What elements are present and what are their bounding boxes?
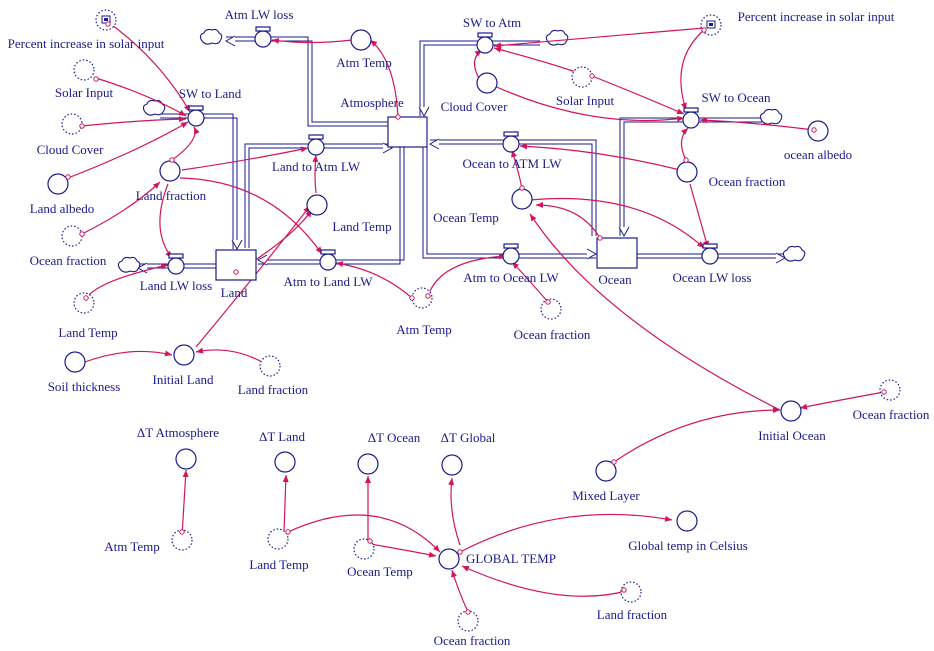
stock-label: Atmosphere	[340, 95, 404, 110]
variable-label: Land Temp	[58, 325, 117, 340]
variable-label: Cloud Cover	[441, 99, 508, 114]
variable-label: Mixed Layer	[572, 488, 640, 503]
valve-icon[interactable]	[307, 134, 325, 156]
variable-land-fraction-main[interactable]	[159, 160, 181, 182]
variable-label: ΔT Atmosphere	[137, 425, 219, 440]
connector-dots	[65, 21, 887, 615]
variable-percent-solar-left[interactable]	[95, 9, 117, 31]
variable-atm-temp-top[interactable]	[350, 29, 372, 51]
stock-label: Land	[221, 285, 248, 300]
clouds	[117, 28, 806, 273]
cloud-icon	[782, 245, 806, 262]
variable-global-temp[interactable]	[438, 548, 460, 570]
variable-label: ΔT Ocean	[368, 430, 421, 445]
variable-initial-ocean[interactable]	[780, 400, 802, 422]
variable-delta-atmosphere[interactable]	[175, 448, 197, 470]
flow-label: SW to Land	[179, 86, 242, 101]
variable-label: Solar Input	[55, 85, 114, 100]
variable-ocean-fraction-main[interactable]	[676, 161, 698, 183]
variable-label: Ocean fraction	[434, 633, 511, 648]
flow-label: Atm to Ocean LW	[463, 270, 559, 285]
variable-label: Global temp in Celsius	[628, 538, 748, 553]
variable-label: Atm Temp	[104, 539, 160, 554]
variable-global-temp-celsius[interactable]	[676, 510, 698, 532]
variable-label: ΔT Land	[259, 429, 306, 444]
variable-label: Solar Input	[556, 93, 615, 108]
variable-label: Land Temp	[249, 557, 308, 572]
variable-label: Ocean fraction	[30, 253, 107, 268]
stock-ocean[interactable]	[596, 237, 638, 269]
cloud-icon	[759, 108, 783, 125]
variable-land-temp-main[interactable]	[306, 194, 328, 216]
variable-land-albedo[interactable]	[47, 173, 69, 195]
stock-label: Ocean	[598, 272, 632, 287]
stock-atmosphere[interactable]	[387, 116, 428, 148]
variable-ocean-temp-main[interactable]	[511, 188, 533, 210]
variable-label: GLOBAL TEMP	[466, 551, 556, 566]
variable-label: Land Temp	[332, 219, 391, 234]
variable-label: Atm Temp	[336, 55, 392, 70]
variable-soil-thickness[interactable]	[64, 351, 86, 373]
variable-delta-land[interactable]	[274, 451, 296, 473]
variable-label: Initial Ocean	[758, 428, 826, 443]
valves	[167, 26, 719, 275]
cloud-icon	[199, 28, 223, 45]
variable-label: Ocean fraction	[853, 407, 930, 422]
flow-label: Atm LW loss	[225, 7, 294, 22]
variable-label: Ocean fraction	[709, 174, 786, 189]
valve-icon[interactable]	[682, 107, 700, 129]
variable-label: Ocean fraction	[514, 327, 591, 342]
variable-label: Ocean Temp	[433, 210, 499, 225]
ghost-variables	[61, 59, 901, 632]
flow-label: SW to Ocean	[701, 90, 771, 105]
variable-label: Land fraction	[597, 607, 668, 622]
flow-label: Ocean to ATM LW	[462, 156, 562, 171]
flow-pipes	[136, 35, 787, 274]
flow-label: Land LW loss	[140, 278, 212, 293]
valve-icon[interactable]	[701, 243, 719, 265]
variable-label: Soil thickness	[48, 379, 121, 394]
variable-delta-global[interactable]	[441, 454, 463, 476]
valve-icon[interactable]	[167, 253, 185, 275]
variable-mixed-layer[interactable]	[595, 460, 617, 482]
variable-label: Initial Land	[152, 372, 214, 387]
variable-label: Percent increase in solar input	[8, 36, 165, 51]
stock-land[interactable]	[215, 249, 257, 281]
valve-icon[interactable]	[502, 243, 520, 265]
variable-label: Land fraction	[136, 188, 207, 203]
variable-label: Ocean Temp	[347, 564, 413, 579]
variable-label: ocean albedo	[784, 147, 852, 162]
variable-label: Cloud Cover	[37, 142, 104, 157]
variable-label: Land fraction	[238, 382, 309, 397]
valve-icon[interactable]	[187, 105, 205, 127]
cloud-icon	[117, 256, 141, 273]
variable-initial-land[interactable]	[173, 344, 195, 366]
variable-label: Atm Temp	[396, 322, 452, 337]
cloud-icon	[545, 29, 569, 46]
valve-icon[interactable]	[502, 131, 520, 153]
variable-label: Land albedo	[30, 201, 95, 216]
flow-label: Atm to Land LW	[284, 274, 374, 289]
flow-label: SW to Atm	[463, 15, 521, 30]
variable-label: Percent increase in solar input	[738, 9, 895, 24]
variable-delta-ocean[interactable]	[357, 453, 379, 475]
valve-icon[interactable]	[319, 249, 337, 271]
variable-cloud-cover-right[interactable]	[476, 72, 498, 94]
variable-label: ΔT Global	[441, 430, 496, 445]
flow-label: Land to Atm LW	[272, 159, 361, 174]
variable-ocean-albedo[interactable]	[807, 120, 829, 142]
flow-label: Ocean LW loss	[673, 270, 752, 285]
valve-icon[interactable]	[476, 32, 494, 54]
valve-icon[interactable]	[254, 26, 272, 48]
